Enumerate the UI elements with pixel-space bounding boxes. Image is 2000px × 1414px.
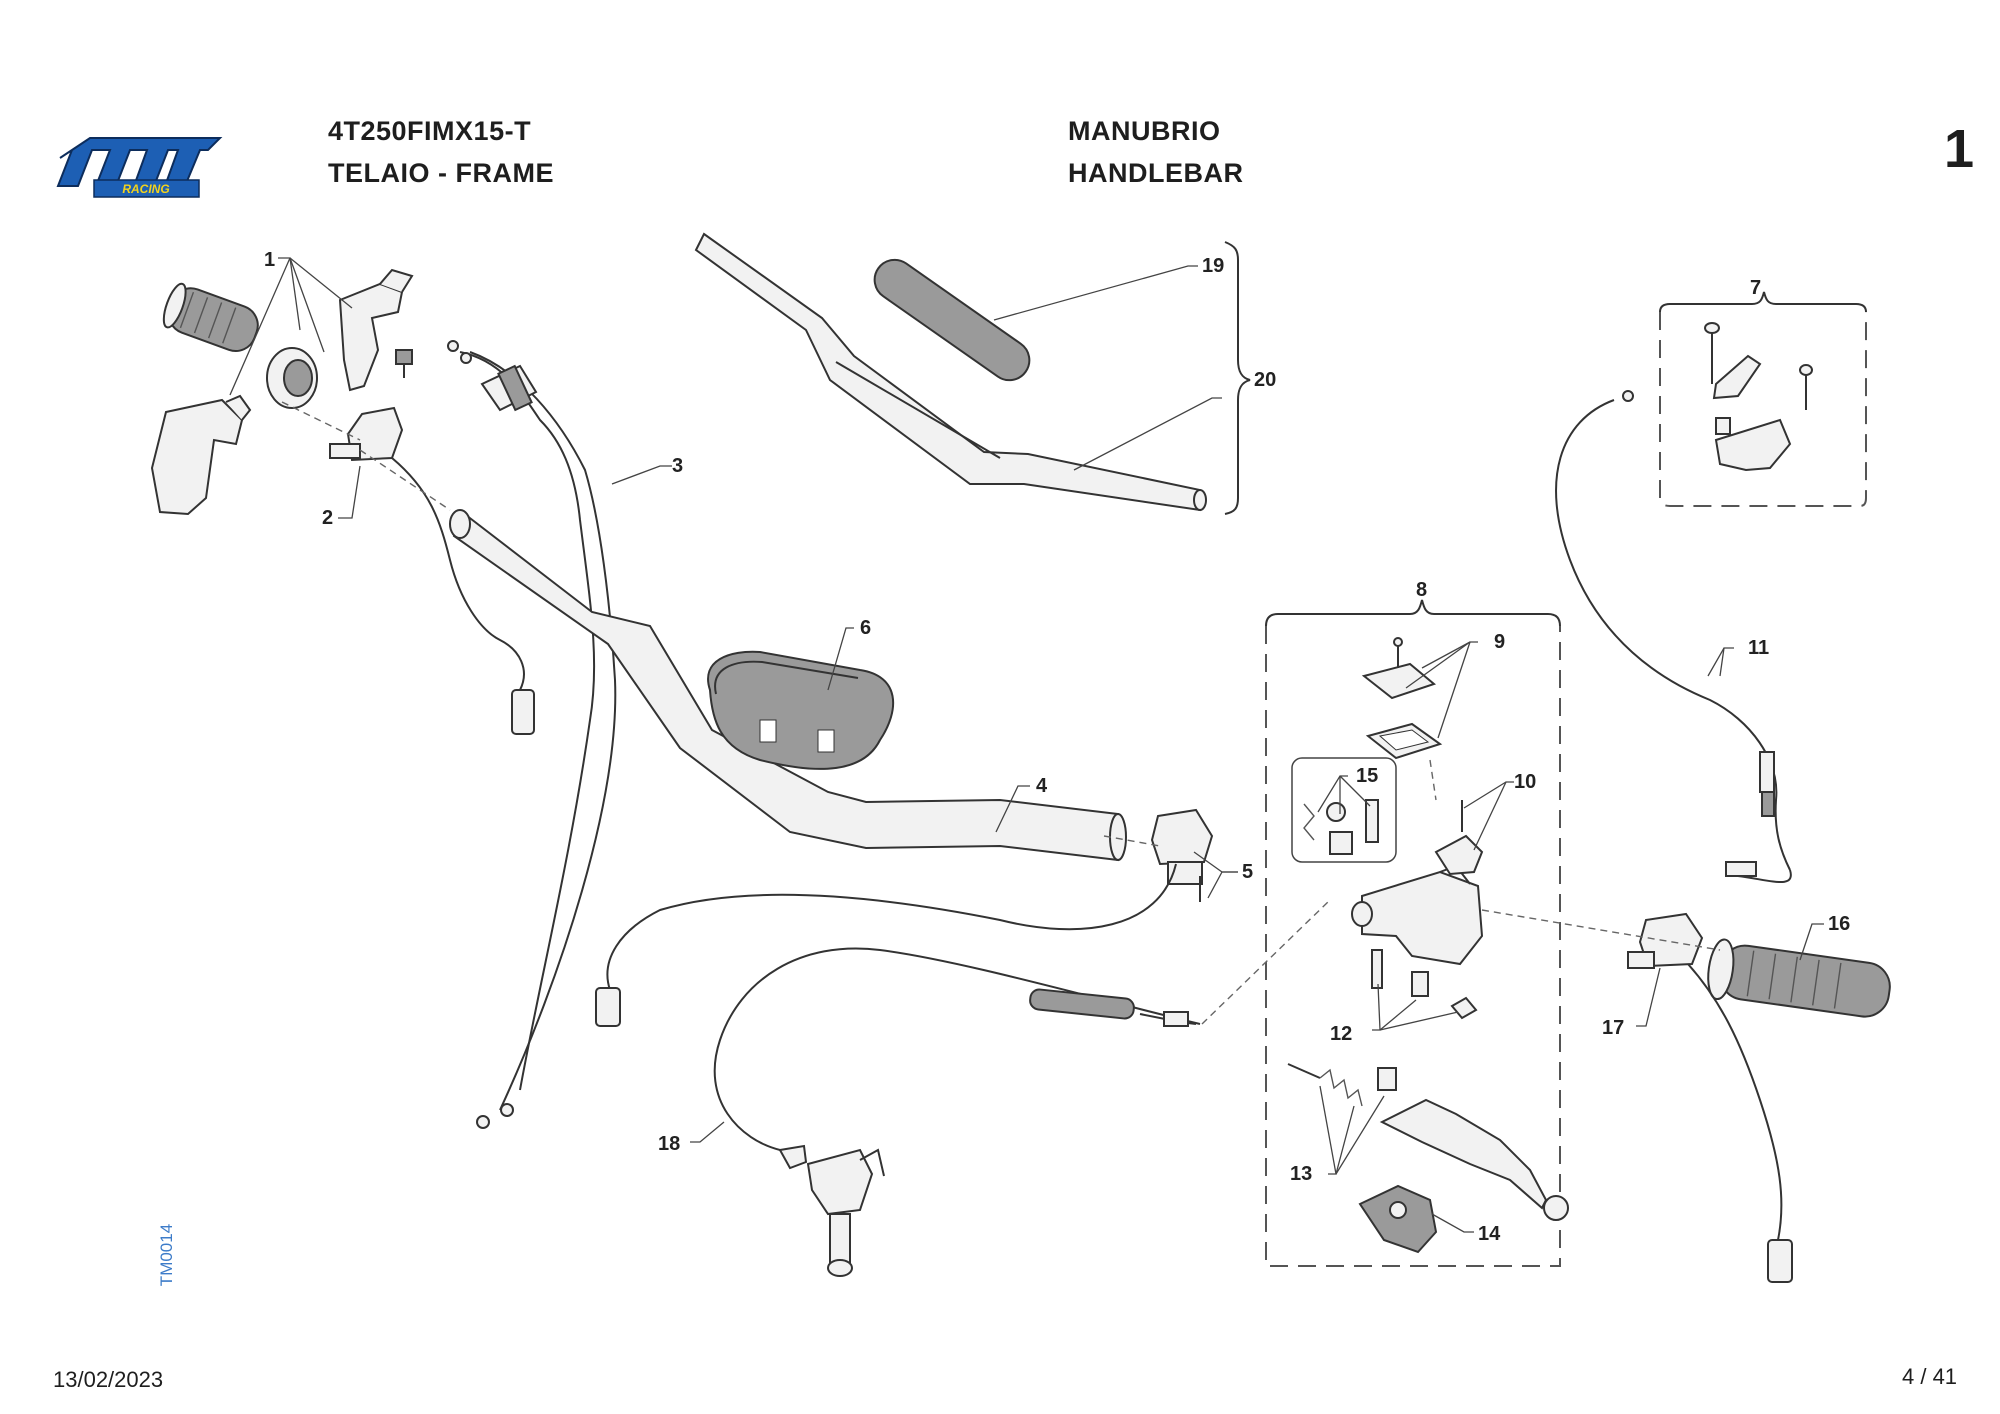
callout-15: 15 [1356,765,1378,787]
callout-19: 19 [1202,255,1224,277]
bracket-20 [1224,241,1251,515]
handlebar-pad [707,650,894,770]
callout-16: 16 [1828,913,1850,935]
callout-12: 12 [1330,1023,1352,1045]
group-title-en: HANDLEBAR [1068,158,1244,188]
section-title: TELAIO - FRAME [328,158,554,188]
callout-7: 7 [1750,277,1761,299]
callout-20: 20 [1254,369,1276,391]
throttle-grip-assembly [150,268,414,516]
callout-3: 3 [672,455,683,477]
callout-11: 11 [1748,637,1769,659]
footer-date: 13/02/2023 [53,1367,164,1392]
callout-labels: 1 2 3 4 5 6 7 8 9 10 11 12 13 14 15 16 1… [264,249,1850,1245]
logo-racing-text: RACING [122,182,169,196]
handlebar-20 [694,232,1207,512]
callout-14: 14 [1478,1223,1501,1245]
leader-lines [229,257,1824,1233]
callout-6: 6 [860,617,871,639]
callout-18: 18 [658,1133,680,1155]
group-7-box [1659,291,1867,507]
callout-4: 4 [1036,775,1048,797]
left-switch-17 [1627,912,1793,1283]
throttle-cables [447,340,617,1129]
drawing-code: TM0014 [157,1223,176,1287]
callout-1: 1 [264,249,275,271]
cable-11 [1555,390,1792,884]
foam-grip-19 [873,258,1031,382]
handlebar [449,509,1127,862]
group-8-box [1265,599,1569,1267]
callout-17: 17 [1602,1017,1624,1039]
model-code: 4T250FIMX15-T [328,116,532,146]
callout-8: 8 [1416,579,1427,601]
callout-2: 2 [322,507,333,529]
left-grip-16 [1707,938,1891,1018]
callout-13: 13 [1290,1163,1312,1185]
switch-5 [595,808,1214,1027]
group-title-it: MANUBRIO [1068,116,1221,146]
throttle-switch [329,406,535,735]
part-18-actuator [778,1144,885,1277]
tm-racing-logo: RACING [56,137,223,198]
table-number: 1 [1944,119,1975,179]
callout-9: 9 [1494,631,1505,653]
hydraulic-hose [713,947,1201,1151]
callout-10: 10 [1514,771,1536,793]
callout-5: 5 [1242,861,1253,883]
footer-page: 4 / 41 [1902,1364,1958,1389]
